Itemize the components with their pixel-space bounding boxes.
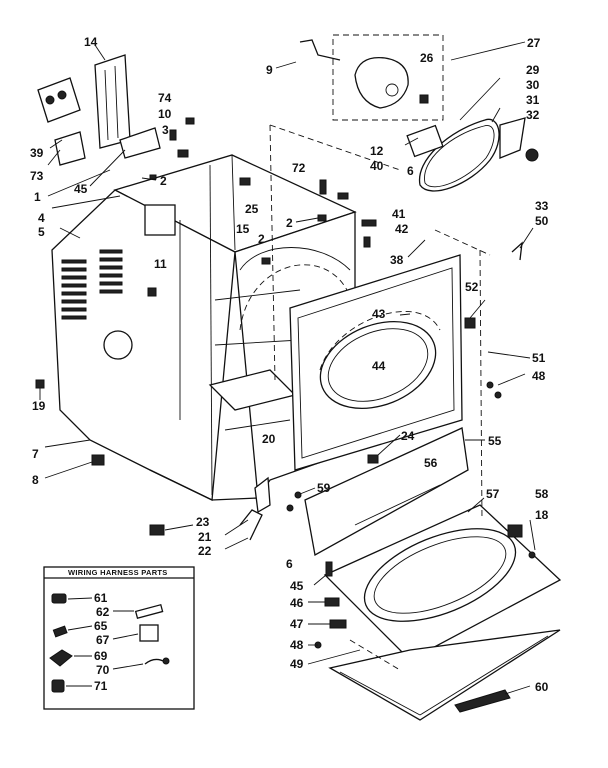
callout-23: 23 bbox=[196, 515, 210, 529]
callout-48-low: 48 bbox=[290, 638, 304, 652]
callout-40: 40 bbox=[370, 159, 384, 173]
callout-26: 26 bbox=[420, 51, 434, 65]
motor-assembly bbox=[299, 34, 444, 121]
drive-belt bbox=[418, 118, 500, 192]
callout-14: 14 bbox=[84, 35, 98, 49]
door-handle bbox=[454, 689, 511, 713]
callout-45-top: 45 bbox=[74, 182, 88, 196]
callout-19: 19 bbox=[32, 399, 46, 413]
small-hardware bbox=[35, 117, 536, 649]
callout-9: 9 bbox=[266, 63, 273, 77]
callout-56: 56 bbox=[424, 456, 438, 470]
callout-48-right: 48 bbox=[532, 369, 546, 383]
callout-57: 57 bbox=[486, 487, 500, 501]
callout-60: 60 bbox=[535, 680, 549, 694]
callout-50: 50 bbox=[535, 214, 549, 228]
door-assembly bbox=[323, 504, 562, 721]
callout-72: 72 bbox=[292, 161, 306, 175]
callout-10: 10 bbox=[158, 107, 172, 121]
wiring-part-69: 69 bbox=[94, 649, 108, 663]
callout-15: 15 bbox=[236, 222, 250, 236]
callout-labels: 14 9 26 27 74 10 3 39 73 1 45 2 29 30 31… bbox=[30, 35, 549, 694]
callout-25: 25 bbox=[245, 202, 259, 216]
callout-7: 7 bbox=[32, 447, 39, 461]
callout-74: 74 bbox=[158, 91, 172, 105]
callout-21: 21 bbox=[198, 530, 212, 544]
callout-5: 5 bbox=[38, 225, 45, 239]
exhaust-opening bbox=[103, 330, 133, 360]
callout-29: 29 bbox=[526, 63, 540, 77]
wiring-part-62: 62 bbox=[96, 605, 110, 619]
wiring-harness-parts-box: WIRING HARNESS PARTS 61 62 65 67 69 70 7… bbox=[43, 566, 195, 710]
callout-2-mid: 2 bbox=[286, 216, 293, 230]
callout-30: 30 bbox=[526, 78, 540, 92]
callout-52: 52 bbox=[465, 280, 479, 294]
callout-49: 49 bbox=[290, 657, 304, 671]
callout-44: 44 bbox=[372, 359, 386, 373]
wiring-part-71: 71 bbox=[94, 679, 108, 693]
callout-12: 12 bbox=[370, 144, 384, 158]
wiring-box-title: WIRING HARNESS PARTS bbox=[68, 568, 168, 577]
callout-6-low: 6 bbox=[286, 557, 293, 571]
callout-11: 11 bbox=[154, 257, 167, 271]
callout-22: 22 bbox=[198, 544, 212, 558]
callout-38: 38 bbox=[390, 253, 404, 267]
callout-58: 58 bbox=[535, 487, 549, 501]
callout-43: 43 bbox=[372, 307, 386, 321]
callout-6-top: 6 bbox=[407, 164, 414, 178]
wiring-part-70: 70 bbox=[96, 663, 110, 677]
callout-45-low: 45 bbox=[290, 579, 304, 593]
callout-33: 33 bbox=[535, 199, 549, 213]
top-left-parts bbox=[37, 54, 161, 166]
callout-47: 47 bbox=[290, 617, 304, 631]
rear-panel-vents bbox=[61, 249, 123, 320]
leader-lines bbox=[39, 41, 536, 695]
front-panel bbox=[289, 254, 463, 471]
toe-panel bbox=[304, 427, 469, 557]
callout-55: 55 bbox=[488, 434, 502, 448]
callout-1: 1 bbox=[34, 190, 41, 204]
callout-2-low: 2 bbox=[258, 232, 265, 246]
callout-39: 39 bbox=[30, 146, 44, 160]
callout-27: 27 bbox=[527, 36, 541, 50]
callout-42: 42 bbox=[395, 222, 409, 236]
callout-18: 18 bbox=[535, 508, 549, 522]
callout-73: 73 bbox=[30, 169, 44, 183]
callout-31: 31 bbox=[526, 93, 540, 107]
callout-41: 41 bbox=[392, 207, 406, 221]
callout-8: 8 bbox=[32, 473, 39, 487]
idler-and-right-parts bbox=[406, 117, 539, 261]
callout-20: 20 bbox=[262, 432, 276, 446]
door-seal bbox=[363, 528, 517, 622]
callout-2-top: 2 bbox=[160, 174, 167, 188]
callout-46: 46 bbox=[290, 596, 304, 610]
callout-32: 32 bbox=[526, 108, 540, 122]
wiring-part-67: 67 bbox=[96, 633, 110, 647]
callout-4: 4 bbox=[38, 211, 45, 225]
door-opening bbox=[319, 320, 437, 410]
wiring-part-65: 65 bbox=[94, 619, 108, 633]
construction-lines bbox=[269, 124, 491, 671]
callout-59: 59 bbox=[317, 481, 331, 495]
callout-51: 51 bbox=[532, 351, 546, 365]
top-bracket bbox=[144, 204, 176, 236]
callout-24: 24 bbox=[401, 429, 415, 443]
callout-3: 3 bbox=[162, 123, 169, 137]
wiring-part-61: 61 bbox=[94, 591, 108, 605]
